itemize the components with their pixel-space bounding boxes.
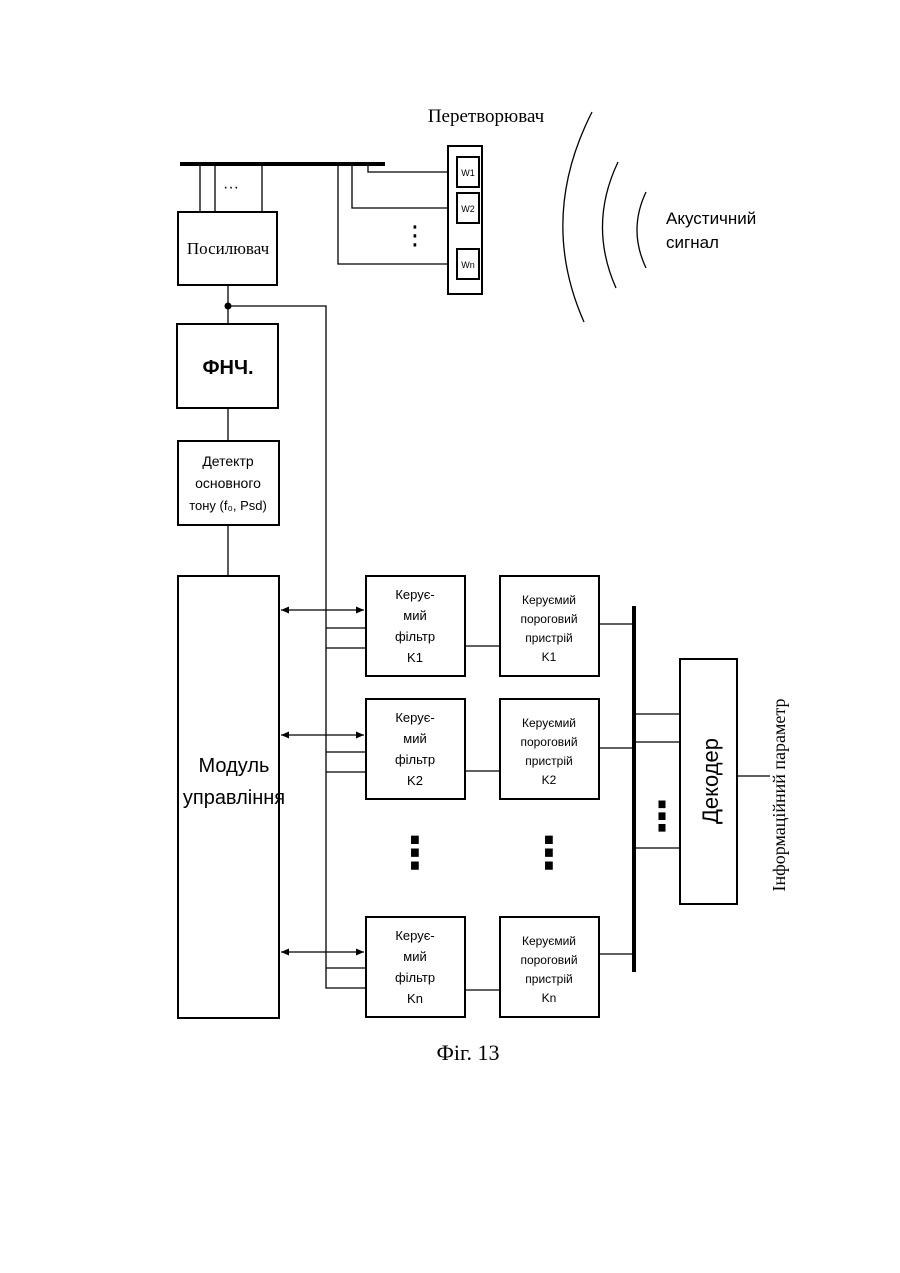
bus-to-decoder: ⋮	[634, 714, 682, 848]
pitch-detector-block: Детектр основного тону (f₀, Psd)	[178, 441, 279, 525]
acoustic-label-line2: сигнал	[666, 233, 719, 252]
acoustic-label-line1: Акустичний	[666, 209, 756, 228]
filter-k2-line2: мий	[403, 731, 426, 746]
control-module-line1: Модуль	[199, 755, 270, 777]
pitch-detector-line2: основного	[195, 475, 261, 491]
decoder-input-ellipsis: ⋮	[642, 795, 682, 839]
control-module-block: Модуль управління	[178, 576, 285, 1018]
threshold-k2-line3: пристрій	[525, 754, 572, 768]
filter-k1-line3: фільтр	[395, 629, 435, 644]
bus-ellipsis: ···	[223, 179, 239, 196]
filter-column-ellipsis: ⋮	[393, 829, 437, 878]
threshold-kn-line2: пороговий	[520, 953, 577, 967]
lpf-label: ФНЧ.	[202, 357, 253, 379]
threshold-k2-line2: пороговий	[520, 735, 577, 749]
threshold-k1-line2: пороговий	[520, 612, 577, 626]
threshold-k1-line3: пристрій	[525, 631, 572, 645]
filter-kn-line1: Керує-	[395, 928, 434, 943]
amplifier-label: Посилювач	[187, 239, 270, 258]
threshold-kn-line1: Керуємий	[522, 934, 576, 948]
transducer: Перетворювач W1 W2 Wn ⋮	[402, 106, 545, 294]
transducer-wiring	[338, 164, 458, 264]
pitch-detector-line1: Детектр	[202, 453, 254, 469]
channel-row-2: Керує- мий фільтр K2 Керуємий пороговий …	[281, 699, 634, 799]
filter-kn-line4: Kn	[407, 991, 423, 1006]
threshold-column-ellipsis: ⋮	[527, 829, 571, 878]
control-module-line2: управління	[183, 787, 285, 809]
filter-kn-line2: мий	[403, 949, 426, 964]
w1-label: W1	[461, 168, 475, 178]
lpf-block: ФНЧ.	[177, 324, 278, 408]
output-label: Інформаційний параметр	[769, 698, 789, 891]
threshold-k1-line1: Керуємий	[522, 593, 576, 607]
threshold-k1-line4: K1	[542, 650, 557, 664]
threshold-k2-line4: K2	[542, 773, 557, 787]
filter-kn-line3: фільтр	[395, 970, 435, 985]
threshold-k2-line1: Керуємий	[522, 716, 576, 730]
pitch-detector-line3: тону (f₀, Psd)	[189, 498, 267, 513]
channel-row-n: Керує- мий фільтр Kn Керуємий пороговий …	[281, 917, 634, 1017]
channel-row-1: Керує- мий фільтр K1 Керуємий пороговий …	[281, 576, 634, 676]
threshold-kn-line4: Kn	[542, 991, 557, 1005]
transducer-title: Перетворювач	[428, 106, 545, 127]
decoder-block: Декодер	[680, 659, 737, 904]
decoder-label: Декодер	[698, 738, 723, 824]
filter-k2-line3: фільтр	[395, 752, 435, 767]
filter-k2-line4: K2	[407, 773, 423, 788]
filter-k1-line2: мий	[403, 608, 426, 623]
threshold-kn-line3: пристрій	[525, 972, 572, 986]
transducer-ellipsis: ⋮	[402, 220, 428, 250]
filter-k1-line4: K1	[407, 650, 423, 665]
filter-k2-line1: Керує-	[395, 710, 434, 725]
w2-label: W2	[461, 204, 475, 214]
wn-label: Wn	[461, 260, 475, 270]
figure-caption: Фіг. 13	[436, 1040, 499, 1065]
acoustic-wave-icon	[563, 112, 646, 322]
filter-k1-line1: Керує-	[395, 587, 434, 602]
amplifier-block: Посилювач	[178, 212, 277, 285]
top-bus: ···	[180, 164, 385, 212]
